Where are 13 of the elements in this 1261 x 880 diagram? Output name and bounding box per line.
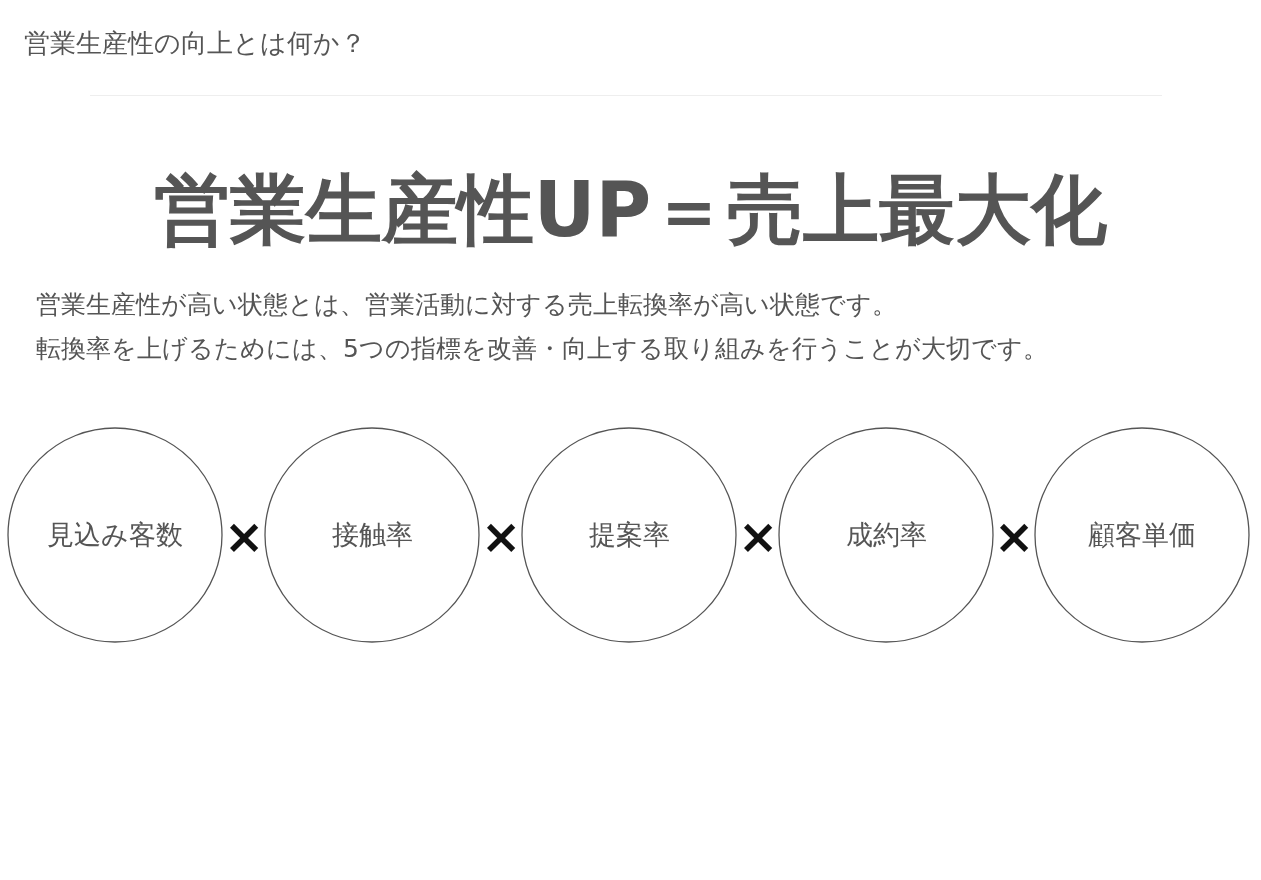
multiply-sign: ×: [736, 512, 780, 560]
circle-label: 提案率: [587, 518, 671, 552]
headline: 営業生産性UP＝売上最大化: [152, 164, 1109, 256]
circle-label: 成約率: [844, 518, 928, 552]
multiply-sign: ×: [222, 512, 266, 560]
body-text: 転換率を上げるためには、5つの指標を改善・向上する取り組みを行うことが大切です。: [36, 333, 1048, 365]
circle-label: 接触率: [330, 518, 414, 552]
body-text: 営業生産性が高い状態とは、営業活動に対する売上転換率が高い状態です。: [36, 289, 897, 321]
multiply-sign: ×: [479, 512, 523, 560]
multiply-sign: ×: [992, 512, 1036, 560]
circle-label: 見込み客数: [46, 518, 184, 552]
circle-label: 顧客単価: [1087, 518, 1197, 552]
page-title: 営業生産性の向上とは何か？: [24, 27, 366, 60]
